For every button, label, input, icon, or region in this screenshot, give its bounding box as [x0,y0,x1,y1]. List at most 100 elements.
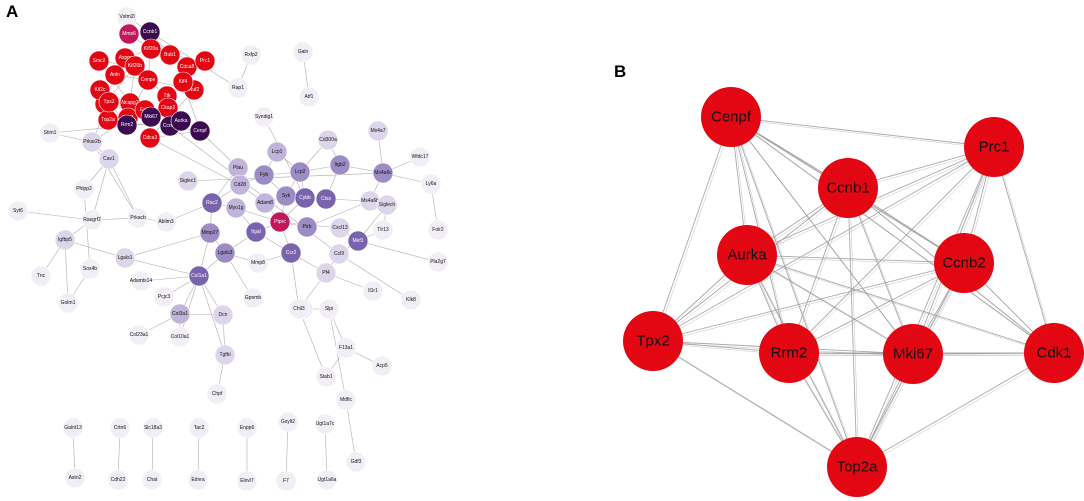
network-b-edge-parallel [654,264,967,344]
network-a-node-label: Bub1 [164,52,176,58]
network-a-edge [357,240,439,263]
network-a-node-circle [314,413,336,435]
network-a-node: Cenpf [189,120,211,142]
network-a-node-circle [335,337,357,359]
network-b-node-label: Tpx2 [636,333,669,350]
network-a-node: Cav1 [98,148,120,170]
network-b-edge-parallel [995,148,1057,356]
network-a-node-circle [253,164,275,186]
network-a-node-circle [206,383,228,405]
network-b-edge [788,146,995,354]
network-a-node-label: Slpi [325,306,333,312]
network-a-node-circle [372,162,394,184]
network-b-edge [856,146,995,468]
network-a-node-circle [64,467,86,489]
network-a-node-label: Cdh22 [111,477,126,483]
network-a-node-label: Itgb2 [334,162,345,168]
network-a-node-circle [142,417,164,439]
network-b-node-circle [717,225,777,285]
network-a-node: Cd300a [317,129,339,151]
network-a-node-label: Wfdc17 [412,154,429,160]
network-a-node-label: Cd28 [234,182,246,188]
network-b-edge-parallel [654,342,860,470]
network-a-node: Rap1 [227,77,249,99]
network-a-node: Siglec1 [177,170,199,192]
network-a-edge [306,200,371,228]
network-a-node-circle [188,417,210,439]
network-a-node: Adam8 [254,192,276,214]
network-a-node-circle [188,265,210,287]
network-a-node-label: Anln [110,72,120,78]
network-a-node-label: Cav1 [103,156,115,162]
network-a-edge [17,210,93,221]
network-a-node-circle [177,170,199,192]
network-b-edge [730,116,914,355]
network-a-node-circle [139,127,161,149]
network-a-node-label: Col1a1 [191,273,207,279]
network-a-node-circle [7,200,29,222]
network-a-node-circle [57,292,79,314]
network-a-node: Tac2 [188,417,210,439]
network-b-edge [746,254,914,355]
network-a-node-circle [367,120,389,142]
network-a-node-label: Kif2c [94,87,106,93]
network-a-node: Bub1 [159,44,181,66]
network-a-node: Tgfbi [214,344,236,366]
network-b-node: Top2a [827,437,887,497]
network-a-node-circle [427,219,449,241]
network-a-node: Slpi [318,298,340,320]
network-a-node: Tlr13 [372,219,394,241]
network-a-node: Mki67 [140,106,162,128]
network-a-edge [198,275,226,356]
network-a-node: Chil3 [288,298,310,320]
network-a-node: Col23a1 [128,324,150,346]
network-b-node-label: Ccnb2 [942,255,985,272]
network-a-node-label: F7 [283,478,289,484]
network-a-node-circle [141,469,163,491]
network-a-node-circle [155,211,177,233]
network-a-node: Ugt1a7c [314,413,336,435]
network-a-node-label: Myo1g [228,205,243,211]
network-b-node: Ccnb1 [818,158,878,218]
network-a-node-label: Siglec1 [180,178,197,184]
network-b-edges [652,116,1057,470]
network-a-node-label: Mmp27 [202,230,219,236]
network-a-node-label: Ugt1a6a [318,477,337,483]
network-a-node-label: Cenpf [193,128,207,134]
network-a-node-label: Nuf2 [189,87,200,93]
network-a-node-label: Fyb [260,172,269,178]
network-a-edge [187,172,384,182]
network-b-node-label: Mki67 [893,346,933,363]
network-a-node-label: Ptprc [274,219,286,225]
network-a-node-label: Ccl9 [334,251,344,257]
network-a-node-label: Prc1 [200,58,211,64]
network-a-node-circle [371,355,393,377]
network-a-node-circle [280,242,302,264]
network-a-node-label: Lcp2 [295,169,306,175]
network-a-node-circle [362,280,384,302]
network-a-node: Ablim3 [155,211,177,233]
network-a-node-circle [245,221,267,243]
network-a-node: Col10a1 [169,326,191,348]
network-a-node: Lcp1 [266,141,288,163]
network-a-node-label: Mmp8 [251,260,265,266]
network-a-node: Ctss [315,188,337,210]
network-a-node-circle [266,141,288,163]
network-a-node: Kif4 [172,71,194,93]
network-a-node-label: Mdfic [340,397,352,403]
network-b-node: Mki67 [883,324,943,384]
network-a-node-label: Cxcl13 [332,225,348,231]
network-a-node-label: Mki67 [144,114,158,120]
network-a-node-circle [253,106,275,128]
network-a-node-circle [372,219,394,241]
network-a-node-label: Cybb [299,195,311,201]
network-a-node-circle [201,192,223,214]
network-b-edge [652,116,732,342]
network-b-node-circle [701,87,761,147]
network-a-node-circle [317,129,339,151]
network-b-edge-parallel [654,148,997,344]
network-a-node: Astn2 [64,467,86,489]
network-b-edge-parallel [732,118,1057,356]
network-b-edge-parallel [790,148,997,356]
